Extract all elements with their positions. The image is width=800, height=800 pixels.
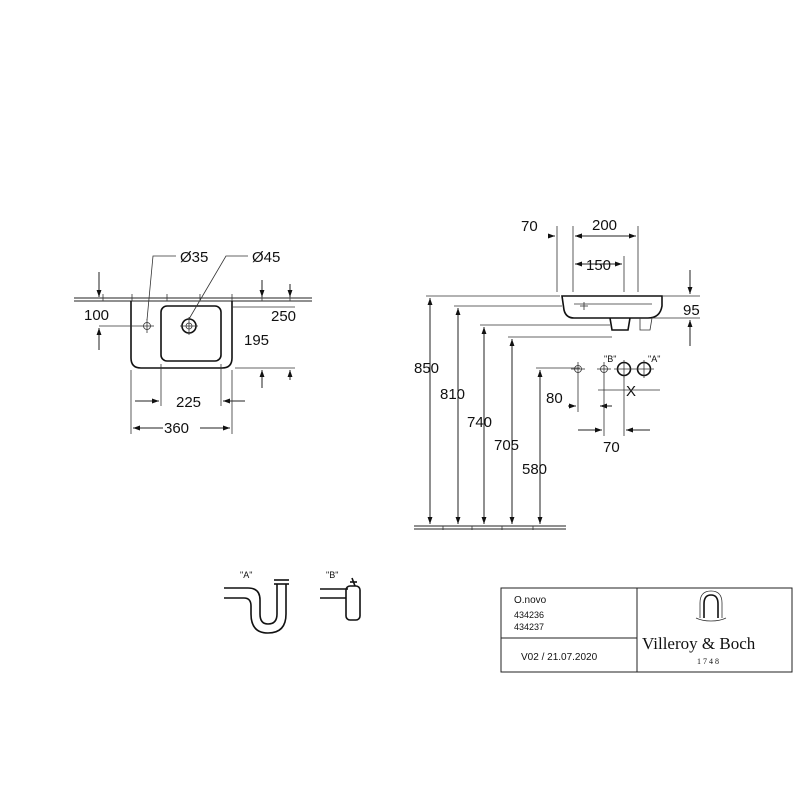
siphon-a: "A" xyxy=(224,570,289,634)
tap-hole-left xyxy=(140,319,154,333)
tap-hole-right xyxy=(180,317,198,335)
dim-total-width: 360 xyxy=(164,420,189,437)
siphon-a-label: "A" xyxy=(240,570,252,580)
connection-symbols xyxy=(571,360,654,378)
side-view: 70 200 150 95 xyxy=(414,217,700,530)
dim-front-height: 195 xyxy=(244,332,269,349)
hole-right-diameter: Ø45 xyxy=(252,249,280,266)
label-b-side: "B" xyxy=(604,354,616,364)
basin-overflow xyxy=(639,317,653,331)
height-580: 580 xyxy=(522,461,547,478)
article-number-1: 434236 xyxy=(514,610,544,620)
siphon-b: "B" xyxy=(320,570,361,621)
leader-d45 xyxy=(188,255,248,320)
tap-mark xyxy=(580,302,588,310)
article-number-2: 434237 xyxy=(514,622,544,632)
dim-inner: 150 xyxy=(586,257,611,274)
brand-logo: Villeroy & Boch 1748 xyxy=(642,590,756,666)
height-705: 705 xyxy=(494,437,519,454)
product-name: O.novo xyxy=(514,595,547,606)
dim-hole-spacing: 70 xyxy=(603,439,620,456)
plan-view: Ø35 Ø45 100 250 195 225 360 xyxy=(74,249,312,437)
dim-inner-width: 225 xyxy=(176,394,201,411)
version-date: V02 / 21.07.2020 xyxy=(521,652,598,663)
dim-left-depth: 100 xyxy=(84,307,109,324)
wall-ticks xyxy=(102,294,291,301)
title-block-frame xyxy=(500,587,793,673)
dim-top-offset: 70 xyxy=(521,218,538,235)
dim-right-depth: 250 xyxy=(271,308,296,325)
label-a-side: "A" xyxy=(648,354,660,364)
basin-side-profile xyxy=(561,295,663,319)
height-810: 810 xyxy=(440,386,465,403)
dim-basin-height: 95 xyxy=(683,302,700,319)
title-block: O.novo 434236 434237 V02 / 21.07.2020 Vi… xyxy=(500,587,793,673)
basin-outline xyxy=(130,301,233,369)
brand-year: 1748 xyxy=(697,657,721,666)
height-850: 850 xyxy=(414,360,439,377)
dim-wall-offset: 80 xyxy=(546,390,563,407)
siphon-b-label: "B" xyxy=(326,570,338,580)
hole-left-diameter: Ø35 xyxy=(180,249,208,266)
basin-bowl xyxy=(160,305,222,362)
brand-name: Villeroy & Boch xyxy=(642,634,756,653)
basin-drain xyxy=(609,317,631,331)
dim-top-width: 200 xyxy=(592,217,617,234)
cross-mark: X xyxy=(626,383,636,400)
leader-d35 xyxy=(146,255,176,321)
height-740: 740 xyxy=(467,414,492,431)
